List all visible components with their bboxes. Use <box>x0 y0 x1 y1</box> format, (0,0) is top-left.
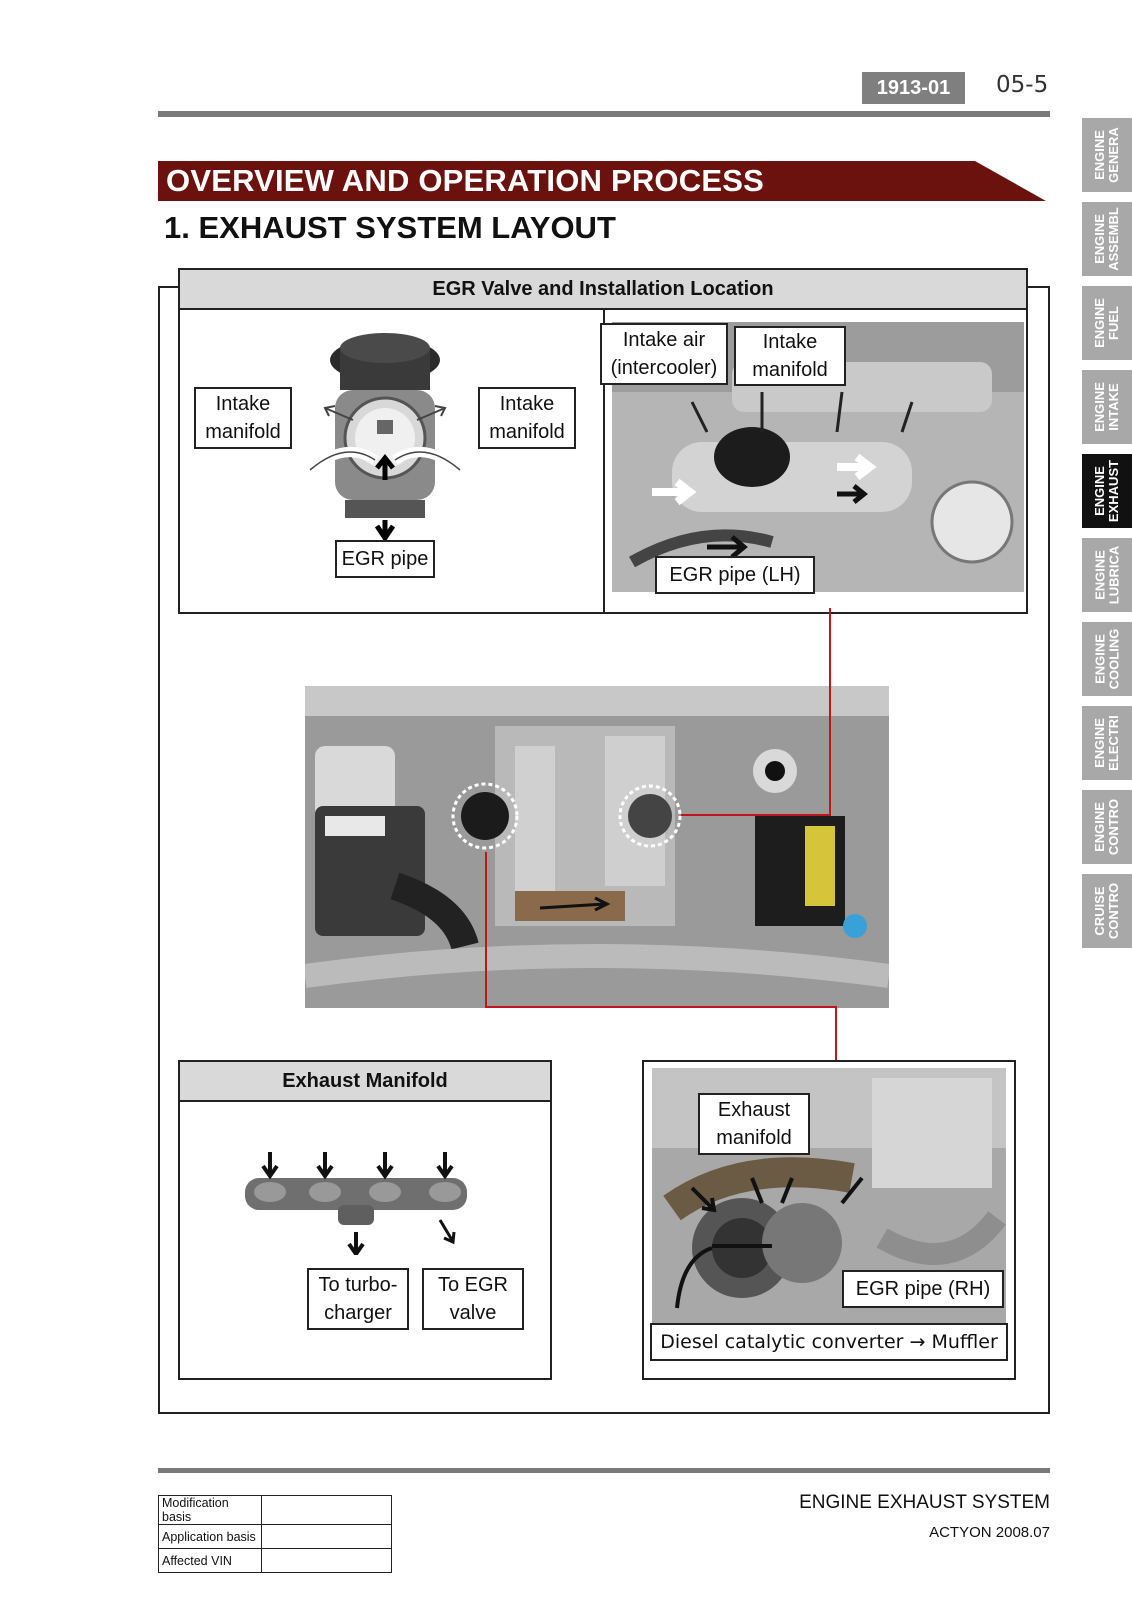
header-rule <box>158 111 1050 117</box>
sub-title: 1. EXHAUST SYSTEM LAYOUT <box>164 210 616 245</box>
intake-air-label: Intake air (intercooler) <box>600 323 728 385</box>
intake-manifold-photo-label: Intake manifold <box>734 326 846 386</box>
section-title: OVERVIEW AND OPERATION PROCESS <box>166 163 764 198</box>
engine-bay-photo <box>305 686 889 1008</box>
connector-line-exhaust <box>485 1006 837 1008</box>
side-tab-label: ENGINE ELECTRI <box>1092 715 1121 771</box>
side-tab-engine-electrical[interactable]: ENGINE ELECTRI <box>1082 706 1132 780</box>
connector-line-egr <box>681 814 831 816</box>
footer-rule <box>158 1468 1050 1473</box>
footer-title: ENGINE EXHAUST SYSTEM <box>799 1492 1050 1513</box>
egr-valve-image <box>305 330 465 540</box>
side-tab-engine-lubrication[interactable]: ENGINE LUBRICA <box>1082 538 1132 612</box>
to-turbocharger-label: To turbo- charger <box>307 1268 409 1330</box>
side-tab-engine-assembly[interactable]: ENGINE ASSEMBL <box>1082 202 1132 276</box>
side-tab-label: CRUISE CONTRO <box>1092 882 1121 940</box>
egr-pipe-label: EGR pipe <box>335 540 435 578</box>
side-tab-engine-control[interactable]: ENGINE CONTRO <box>1082 790 1132 864</box>
page-number: 05-5 <box>996 72 1049 98</box>
intake-manifold-left-label: Intake manifold <box>194 387 292 449</box>
egr-pipe-rh-label: EGR pipe (RH) <box>842 1270 1004 1308</box>
side-tab-cruise-control[interactable]: CRUISE CONTRO <box>1082 874 1132 948</box>
catalytic-converter-label: Diesel catalytic converter → Muffler <box>650 1323 1008 1361</box>
table-cell-value <box>261 1524 392 1549</box>
side-tab-engine-general[interactable]: ENGINE GENERA <box>1082 118 1132 192</box>
side-tab-label: ENGINE LUBRICA <box>1092 545 1121 605</box>
side-tab-label: ENGINE ASSEMBL <box>1092 207 1121 271</box>
table-cell-value <box>261 1495 392 1525</box>
connector-line-exhaust <box>835 1006 837 1060</box>
table-cell-value <box>261 1548 392 1573</box>
intake-manifold-right-label: Intake manifold <box>478 387 576 449</box>
table-cell-label: Modification basis <box>158 1495 262 1525</box>
table-row: Affected VIN <box>158 1548 392 1573</box>
egr-panel-heading: EGR Valve and Installation Location <box>180 270 1026 310</box>
side-tab-label: ENGINE GENERA <box>1092 127 1121 183</box>
table-row: Application basis <box>158 1524 392 1549</box>
side-tab-engine-cooling[interactable]: ENGINE COOLING <box>1082 622 1132 696</box>
side-tab-label: ENGINE INTAKE <box>1092 382 1121 432</box>
side-tab-engine-exhaust[interactable]: ENGINE EXHAUST <box>1082 454 1132 528</box>
footer-model: ACTYON 2008.07 <box>929 1524 1050 1541</box>
side-tab-engine-intake[interactable]: ENGINE INTAKE <box>1082 370 1132 444</box>
panel-divider <box>603 310 605 612</box>
document-code-badge: 1913-01 <box>862 72 965 104</box>
side-tab-engine-fuel[interactable]: ENGINE FUEL <box>1082 286 1132 360</box>
table-cell-label: Application basis <box>158 1524 262 1549</box>
side-tab-label: ENGINE COOLING <box>1092 628 1122 690</box>
table-row: Modification basis <box>158 1495 392 1525</box>
exhaust-manifold-photo-label: Exhaust manifold <box>698 1093 810 1155</box>
side-tab-label: ENGINE FUEL <box>1092 298 1121 348</box>
connector-line-egr <box>829 608 831 816</box>
modification-table: Modification basis Application basis Aff… <box>158 1495 392 1573</box>
connector-line-exhaust <box>485 852 487 1008</box>
exhaust-manifold-image <box>240 1150 472 1255</box>
egr-pipe-lh-label: EGR pipe (LH) <box>655 556 815 594</box>
section-banner <box>158 161 1046 201</box>
to-egr-valve-label: To EGR valve <box>422 1268 524 1330</box>
turbocharger-photo <box>652 1068 1006 1330</box>
side-tab-label: ENGINE EXHAUST <box>1092 459 1121 523</box>
table-cell-label: Affected VIN <box>158 1548 262 1573</box>
side-tab-label: ENGINE CONTRO <box>1092 798 1121 856</box>
exhaust-panel-heading: Exhaust Manifold <box>180 1062 550 1102</box>
